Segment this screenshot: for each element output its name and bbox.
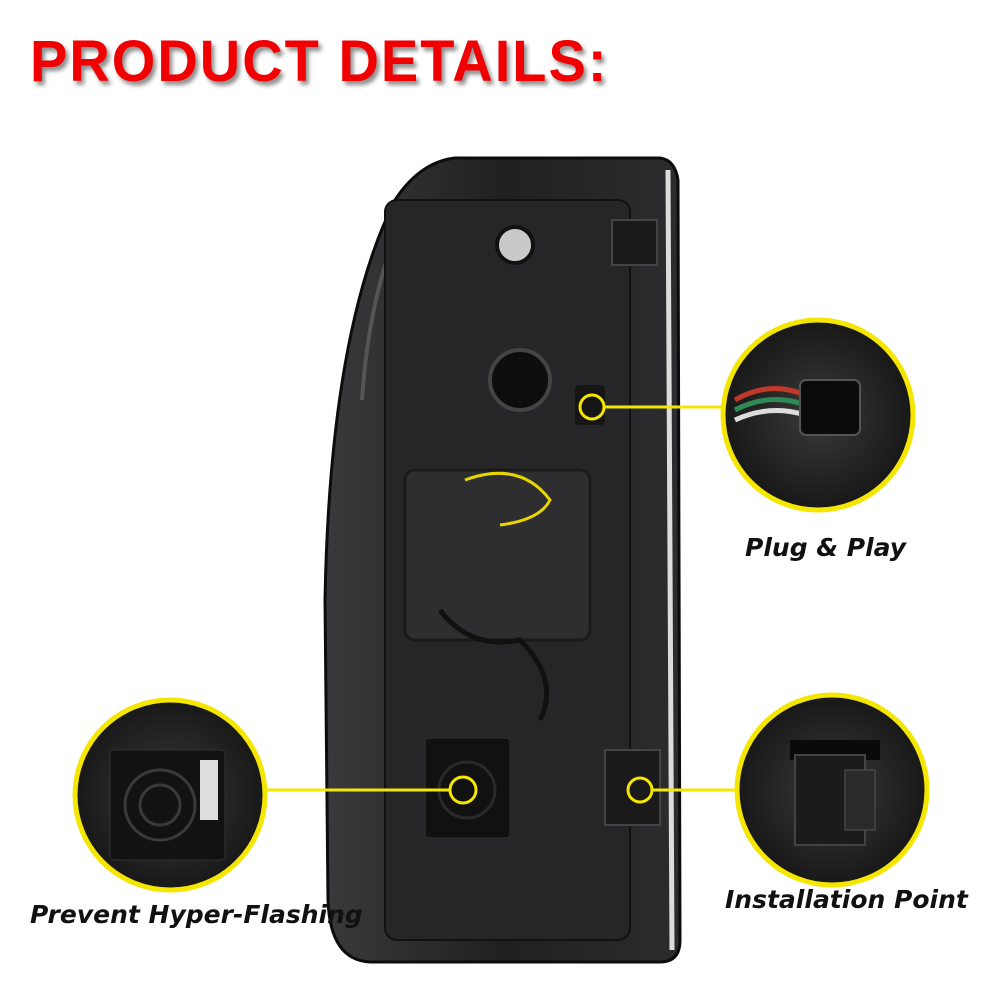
callout-label-plug-and-play: Plug & Play <box>745 533 907 562</box>
zoom-flasher-module <box>72 697 268 893</box>
callout-installation-marker <box>626 776 735 804</box>
zoom-installation-point <box>734 692 930 888</box>
callout-plug-and-play-marker <box>578 393 722 421</box>
callout-label-hyper-flashing: Prevent Hyper-Flashing <box>30 900 363 929</box>
zoom-plug-connector <box>720 317 916 513</box>
callout-label-installation-point: Installation Point <box>725 885 968 914</box>
page-title: PRODUCT DETAILS: <box>30 27 609 94</box>
callout-hyper-flashing-marker <box>265 775 478 805</box>
